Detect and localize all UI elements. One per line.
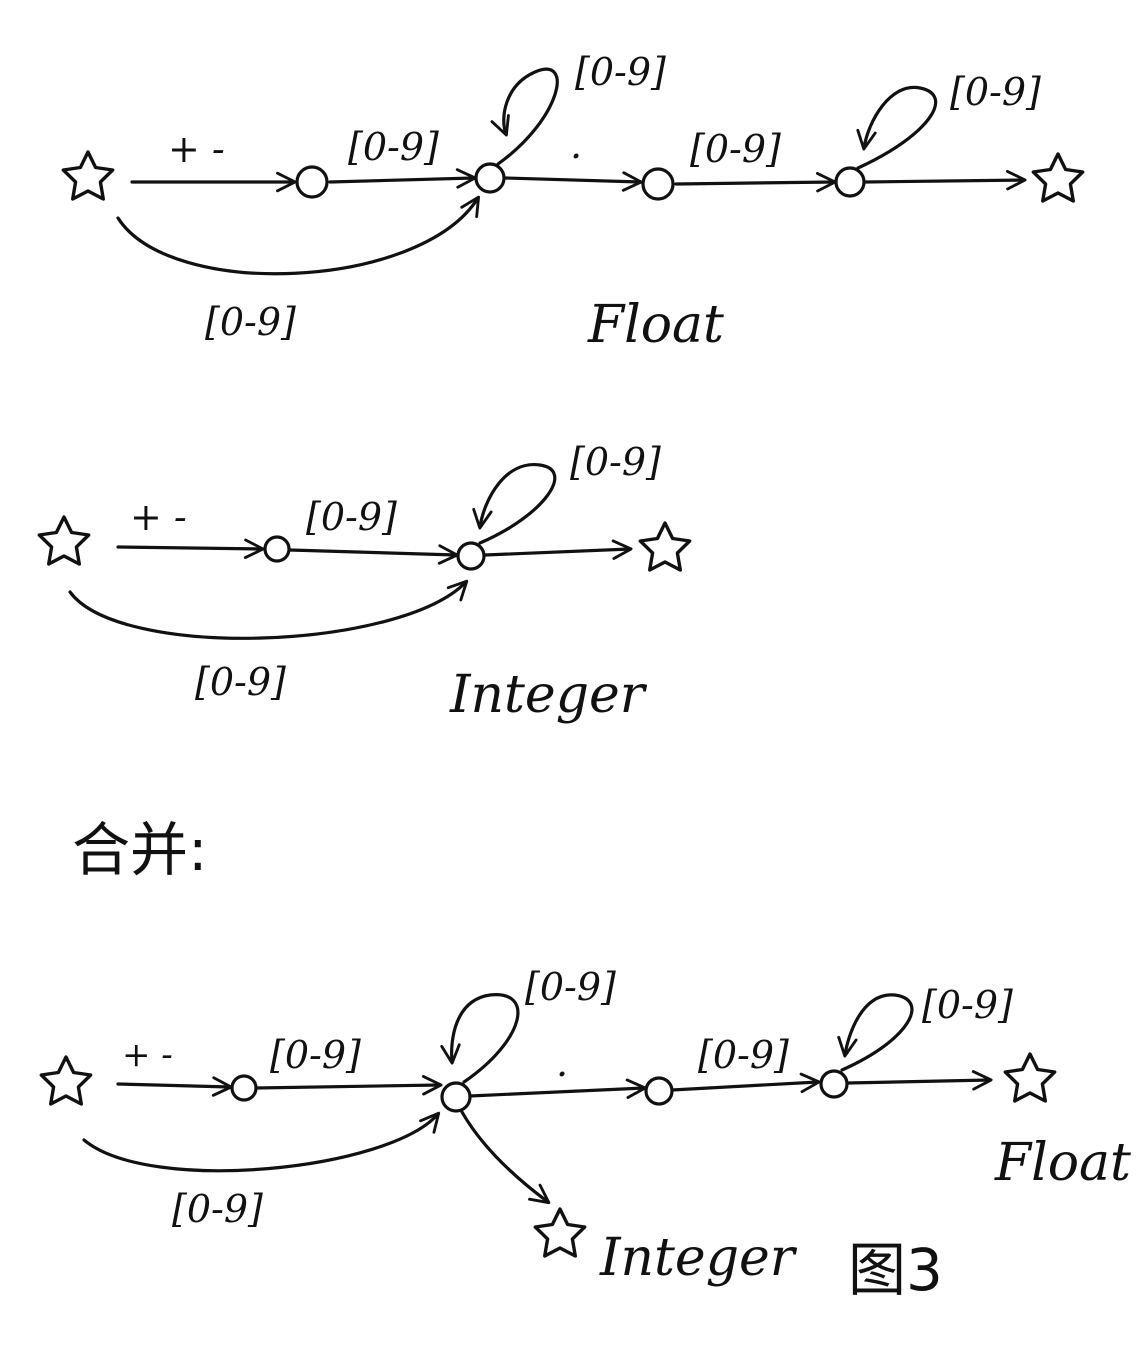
merged-integer-edge	[460, 1110, 551, 1205]
merged-start-star-icon	[39, 1055, 93, 1106]
integer-digit-state	[456, 541, 486, 571]
float-digit-edge-2	[674, 171, 837, 193]
float-start-star-icon	[61, 150, 115, 201]
merged-int-loop	[440, 993, 520, 1084]
float-bypass-label: [0-9]	[205, 300, 296, 344]
merged-sign-state	[230, 1074, 258, 1102]
merged-dot-label: .	[556, 1041, 568, 1085]
integer-sign-state	[263, 535, 291, 563]
float-sign-label: + -	[168, 127, 225, 171]
float-accept-edge	[864, 169, 1027, 191]
merged-digit-label-2: [0-9]	[698, 1033, 789, 1077]
integer-sign-edge	[116, 538, 265, 560]
float-accept-star-icon	[1031, 152, 1085, 203]
integer-accept-star-icon	[638, 521, 692, 572]
integer-digit-edge	[288, 544, 459, 565]
integer-accept-edge	[483, 539, 633, 560]
merged-automaton: + - [0-9] [0-9] . [0-9] [0-9] [0-9] Floa…	[39, 965, 1131, 1304]
integer-start-star-icon	[37, 515, 91, 566]
float-dot-state	[641, 167, 675, 201]
integer-bypass-label: [0-9]	[195, 660, 286, 704]
float-digit-label-1: [0-9]	[348, 125, 439, 169]
integer-loop	[472, 463, 557, 545]
float-frac-state	[834, 166, 866, 198]
integer-automaton: + - [0-9] [0-9] [0-9] Integer	[37, 440, 692, 725]
merged-frac-state	[819, 1069, 849, 1099]
merged-frac-loop	[837, 993, 914, 1072]
integer-bypass-edge	[68, 579, 469, 640]
integer-digit-label: [0-9]	[306, 495, 397, 539]
float-digit-label-2: [0-9]	[690, 127, 781, 171]
integer-sign-label: + -	[130, 495, 187, 539]
float-int-state	[474, 162, 506, 194]
float-digit-edge-1	[328, 168, 477, 189]
integer-title: Integer	[449, 665, 648, 725]
merged-integer-title: Integer	[599, 1228, 798, 1288]
float-dot-label: .	[570, 123, 582, 167]
merged-digit-edge-1	[254, 1075, 443, 1096]
merged-sign-edge	[116, 1076, 233, 1097]
float-loop-label-2: [0-9]	[950, 70, 1041, 114]
figure-caption: 图3	[848, 1236, 943, 1304]
float-frac-loop	[856, 85, 938, 170]
float-int-loop	[490, 67, 559, 166]
merge-heading: 合并:	[72, 816, 208, 884]
merged-float-title: Float	[994, 1133, 1131, 1193]
integer-loop-label: [0-9]	[570, 440, 661, 484]
float-dot-edge	[504, 171, 643, 192]
merged-loop-label-1: [0-9]	[525, 965, 616, 1009]
merged-dot-edge	[468, 1078, 647, 1099]
float-bypass-edge	[116, 195, 481, 276]
merged-float-edge	[846, 1070, 993, 1091]
float-title: Float	[587, 295, 724, 355]
float-sign-state	[295, 165, 329, 199]
merged-sign-label: + -	[122, 1035, 173, 1075]
merged-int-state	[440, 1081, 472, 1113]
float-automaton: + - [0-9] [0-9] . [0-9] [0-9] [0-9] Floa…	[61, 50, 1085, 355]
merged-float-star-icon	[1003, 1052, 1057, 1103]
merged-loop-label-2: [0-9]	[922, 983, 1013, 1027]
merged-dot-state	[644, 1076, 674, 1106]
merged-digit-label-1: [0-9]	[270, 1033, 361, 1077]
merged-integer-star-icon	[533, 1207, 587, 1258]
merged-bypass-edge	[82, 1111, 441, 1173]
merged-bypass-label: [0-9]	[172, 1187, 263, 1231]
merged-digit-edge-2	[670, 1072, 821, 1094]
float-loop-label-1: [0-9]	[575, 50, 666, 94]
